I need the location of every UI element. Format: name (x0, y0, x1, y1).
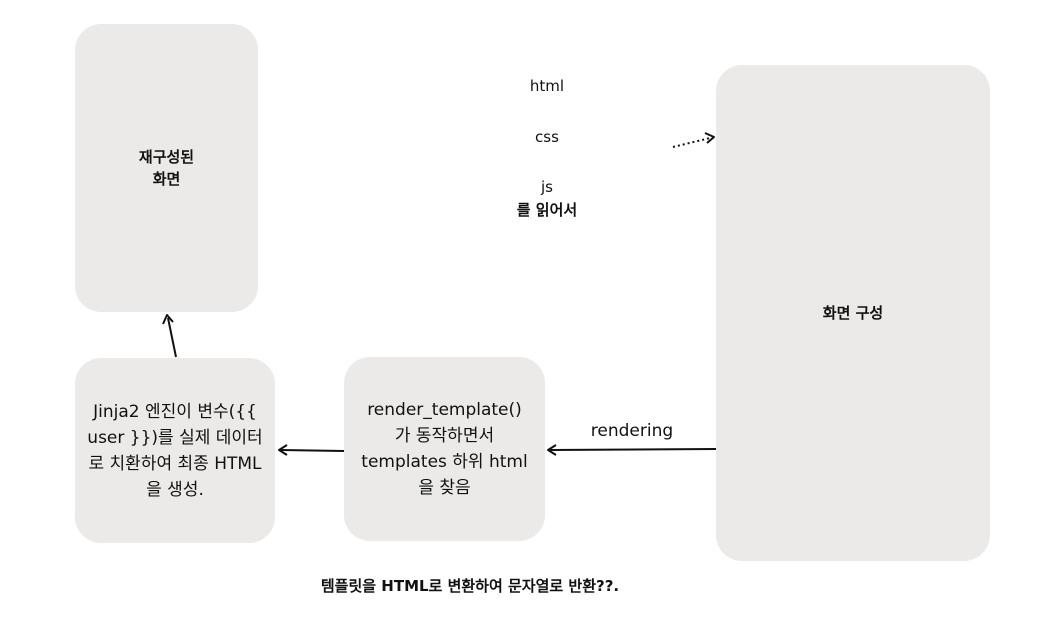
rendering-arrow (547, 444, 717, 456)
rebuilt-screen-box: 재구성된 화면 (75, 24, 258, 312)
js-label: js (541, 178, 553, 196)
jinja-engine-box: Jinja2 엔진이 변수({{ user }})를 실제 데이터 로 치환하여… (75, 358, 275, 543)
screen-build-box: 화면 구성 (716, 65, 990, 561)
jinja-engine-label: Jinja2 엔진이 변수({{ user }})를 실제 데이터 로 치환하여… (87, 401, 263, 500)
dotted-arrow (672, 132, 715, 148)
up-arrow (162, 314, 177, 358)
jinja-arrow (278, 444, 345, 456)
rebuilt-screen-label: 재구성된 화면 (138, 148, 195, 188)
render-template-label: render_template() 가 동작하면서 templates 하위 h… (361, 400, 528, 498)
bottom-note: 템플릿을 HTML로 변환하여 문자열로 반환??. (320, 577, 620, 595)
render-template-box: render_template() 가 동작하면서 templates 하위 h… (344, 357, 545, 541)
screen-build-label: 화면 구성 (822, 304, 884, 322)
css-label: css (535, 128, 559, 146)
read-label: 를 읽어서 (516, 201, 578, 219)
html-label: html (529, 77, 565, 95)
rendering-label: rendering (590, 421, 674, 441)
